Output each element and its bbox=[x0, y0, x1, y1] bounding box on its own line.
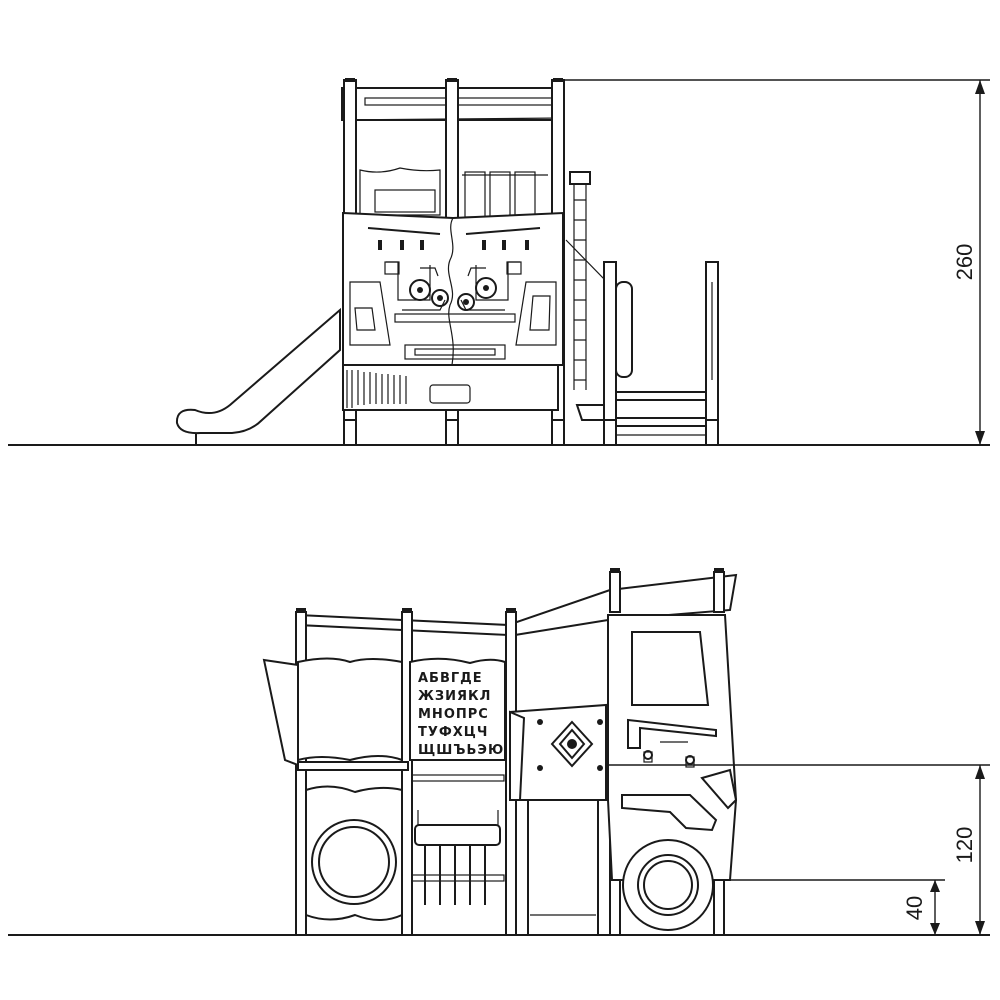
side-flap bbox=[262, 658, 299, 767]
climbing-net bbox=[411, 774, 505, 905]
cab-leg-left bbox=[609, 879, 621, 936]
wheel bbox=[622, 839, 714, 931]
truck-front-panel bbox=[342, 211, 564, 366]
side-elevation: АБВГДЕ ЖЗИЯКЛ МНОПРС ТУФХЦЧ ЩШЪЬЭЮ bbox=[8, 568, 990, 936]
dimension-label-260: 260 bbox=[952, 244, 977, 281]
dimension-label-40: 40 bbox=[902, 896, 927, 920]
front-elevation: 260 bbox=[8, 78, 990, 446]
dimension-260: 260 bbox=[564, 79, 990, 445]
truck-bumper bbox=[342, 364, 559, 411]
platform-deck bbox=[297, 761, 409, 771]
dimension-label-120: 120 bbox=[952, 827, 977, 864]
cab-leg-right bbox=[713, 879, 725, 936]
alphabet-panel: АБВГДЕ ЖЗИЯКЛ МНОПРС ТУФХЦЧ ЩШЪЬЭЮ bbox=[409, 657, 506, 761]
alphabet-row-5: ЩШЪЬЭЮ bbox=[418, 743, 504, 758]
alphabet-row-3: МНОПРС bbox=[418, 707, 489, 722]
stairs-front bbox=[603, 261, 719, 446]
cabin-side bbox=[509, 703, 611, 936]
alphabet-row-1: АБВГДЕ bbox=[418, 671, 483, 686]
tunnel-panel bbox=[305, 785, 403, 921]
alphabet-row-2: ЖЗИЯКЛ bbox=[418, 689, 491, 704]
dimension-40: 40 bbox=[730, 879, 945, 935]
dimension-120: 120 bbox=[606, 764, 990, 935]
panel-upper-left bbox=[297, 657, 403, 762]
alphabet-row-4: ТУФХЦЧ bbox=[418, 725, 488, 740]
cab-window bbox=[631, 631, 710, 706]
slide bbox=[175, 307, 341, 445]
